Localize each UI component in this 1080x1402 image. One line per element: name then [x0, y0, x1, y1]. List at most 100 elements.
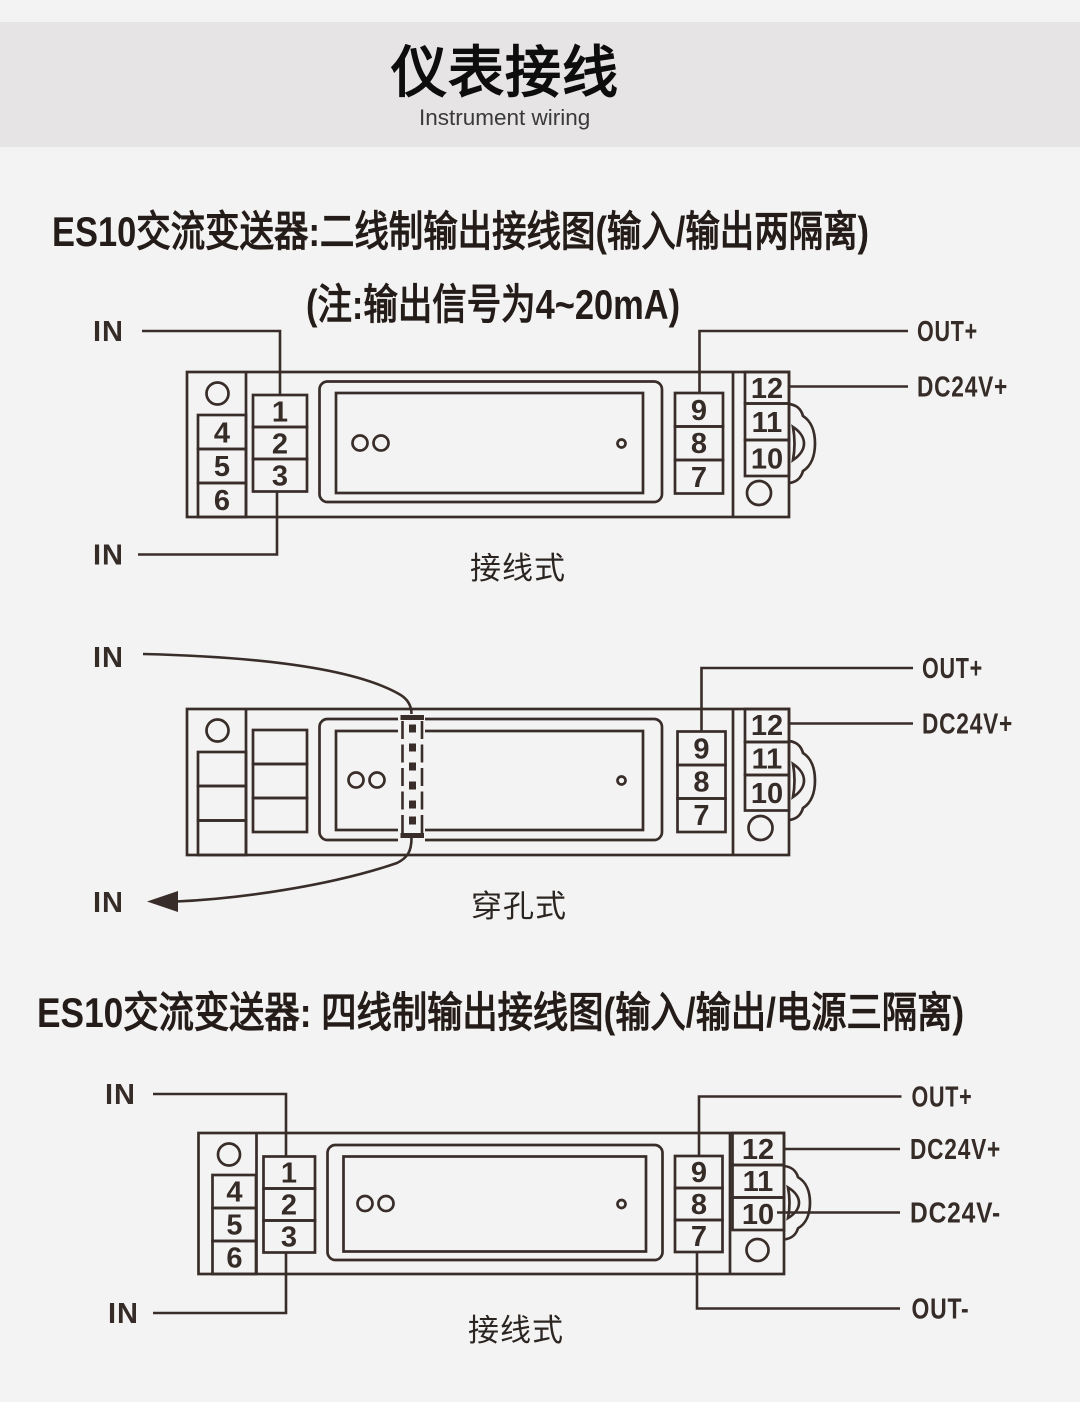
terminal-label-11: 11: [752, 407, 783, 439]
wire-out-plus: [697, 1095, 902, 1156]
mounting-hole: [205, 381, 230, 406]
dc24v-minus-label: DC24V-: [910, 1198, 1001, 1230]
terminal-label-3: 3: [281, 1222, 297, 1254]
wire-out-plus: [698, 329, 908, 393]
wire-out-minus: [695, 1252, 900, 1310]
page-subtitle: Instrument wiring: [419, 105, 591, 130]
terminal-label-6: 6: [214, 485, 230, 517]
terminal-label-9: 9: [693, 734, 709, 766]
out-plus-label: OUT+: [912, 1082, 973, 1114]
channel-dash: [409, 816, 416, 825]
module-housing: [326, 1143, 664, 1262]
terminal-cell-10: [743, 773, 791, 812]
indicator-hole: [368, 771, 386, 789]
terminal-cell-6: [211, 1239, 258, 1276]
channel-dash: [409, 743, 416, 752]
channel-dash: [409, 781, 416, 790]
diagram2-device: 9 8 7 12 11 10 IN IN OUT+ DC24V+: [93, 642, 1013, 919]
terminal-label-11: 11: [743, 1166, 774, 1198]
terminal-cell: [251, 796, 309, 834]
section2-heading: ES10交流变送器: 四线制输出接线图(输入/输出/电源三隔离): [37, 989, 965, 1036]
section1-heading-line2: (注:输出信号为4~20mA): [306, 281, 681, 328]
channel-dash: [409, 762, 416, 771]
terminal-label-1: 1: [281, 1158, 297, 1190]
in-bottom-label: IN: [93, 887, 124, 919]
terminal-cell-3: [251, 457, 309, 493]
terminal-label-12: 12: [751, 373, 783, 405]
in-top-label: IN: [105, 1079, 136, 1111]
in-bottom-label: IN: [93, 540, 124, 572]
channel-dash: [409, 800, 416, 809]
terminal-cell-3: [262, 1219, 317, 1254]
terminal-cell: [251, 762, 309, 800]
indicator-hole: [351, 434, 369, 452]
wire-in-bottom-curve: [175, 837, 413, 903]
channel-cap-bottom: [400, 833, 424, 838]
arrowhead-left: [147, 891, 178, 912]
module-faceplate: [334, 729, 645, 832]
terminal-label-8: 8: [691, 1189, 707, 1221]
terminal-cell: [196, 784, 248, 822]
terminal-label-12: 12: [742, 1134, 774, 1166]
terminal-label-7: 7: [691, 462, 707, 494]
channel-dash: [409, 724, 416, 733]
terminal-label-1: 1: [272, 397, 288, 429]
out-plus-label: OUT+: [922, 653, 983, 685]
terminal-cell-7: [673, 1218, 724, 1254]
terminal-cell-6: [196, 481, 248, 519]
in-top-label: IN: [93, 642, 124, 674]
terminal-label-5: 5: [226, 1210, 242, 1242]
terminal-label-5: 5: [214, 451, 230, 483]
in-top-label: IN: [93, 316, 124, 348]
terminal-label-3: 3: [272, 461, 288, 493]
mounting-hole: [747, 814, 774, 842]
mounting-hole: [205, 718, 230, 743]
terminal-cell-7: [676, 797, 727, 834]
terminal-label-4: 4: [226, 1177, 242, 1209]
channel-cap-top: [400, 715, 424, 720]
dc24v-plus-label: DC24V+: [910, 1134, 1001, 1166]
diagram1-caption: 接线式: [470, 551, 566, 586]
terminal-label-9: 9: [691, 395, 707, 427]
module-housing: [318, 717, 664, 842]
indicator-hole: [347, 771, 365, 789]
terminal-label-12: 12: [751, 710, 783, 742]
mounting-hole: [216, 1142, 242, 1167]
terminal-label-4: 4: [214, 418, 230, 450]
indicator-hole: [356, 1194, 374, 1213]
wire-in-bottom: [138, 491, 279, 556]
terminal-label-2: 2: [281, 1190, 297, 1222]
terminal-cell-7: [673, 458, 725, 495]
wire-out-plus: [700, 666, 913, 732]
indicator-hole: [372, 434, 390, 452]
indicator-hole-small: [616, 775, 627, 786]
din-rail-clip: [787, 739, 817, 822]
terminal-label-8: 8: [693, 767, 709, 799]
din-rail-clip: [787, 402, 817, 485]
terminal-label-10: 10: [751, 778, 783, 810]
title-band: [0, 22, 1080, 147]
diagram2-caption: 穿孔式: [471, 889, 567, 924]
terminal-cell-10: [743, 438, 791, 478]
section1-heading-line1: ES10交流变送器:二线制输出接线图(输入/输出两隔离): [52, 208, 870, 255]
terminal-cell: [196, 750, 248, 788]
terminal-label-6: 6: [226, 1243, 242, 1275]
wire-in-top: [153, 1092, 288, 1157]
module-housing: [318, 380, 664, 504]
dc24v-plus-label: DC24V+: [922, 709, 1013, 741]
indicator-hole-small: [616, 438, 627, 449]
module-faceplate: [334, 391, 645, 495]
terminal-label-2: 2: [272, 429, 288, 461]
wire-in-bottom: [153, 1252, 288, 1315]
din-rail-clip: [782, 1164, 812, 1241]
diagram3-caption: 接线式: [468, 1313, 564, 1348]
terminal-label-11: 11: [752, 744, 783, 776]
out-plus-label: OUT+: [917, 316, 978, 348]
terminal-label-10: 10: [742, 1199, 774, 1231]
dc24v-plus-label: DC24V+: [917, 372, 1008, 404]
mounting-hole: [745, 479, 773, 507]
terminal-cell: [251, 728, 309, 766]
module-faceplate: [342, 1155, 648, 1253]
